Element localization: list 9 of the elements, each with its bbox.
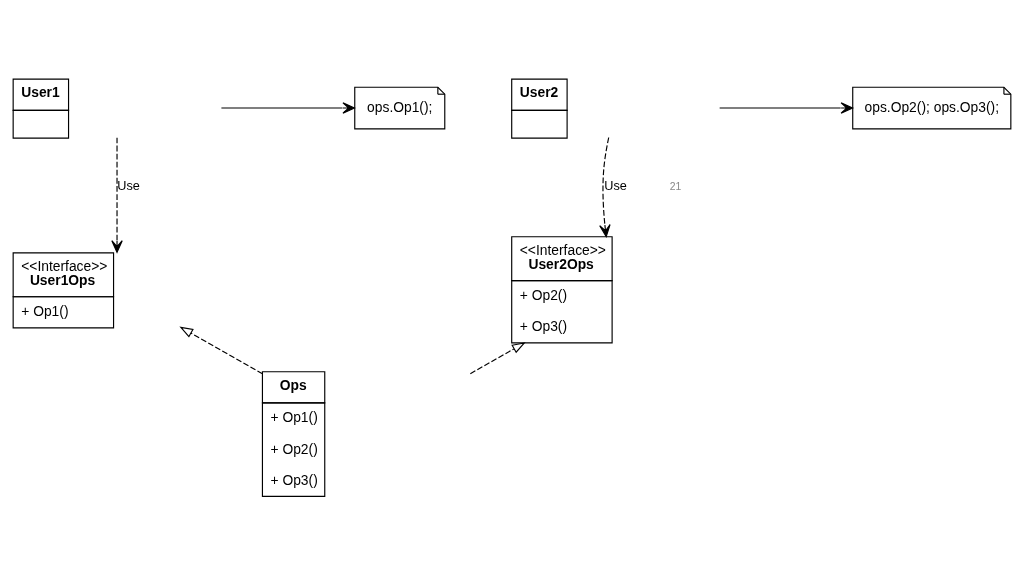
arrow xyxy=(599,136,611,237)
arrow xyxy=(220,101,356,114)
arrow xyxy=(469,341,526,374)
arrow xyxy=(111,136,123,253)
label: 21 xyxy=(669,180,682,192)
arrow xyxy=(719,101,854,114)
edge-label: Use xyxy=(117,178,140,193)
edge-label: Use xyxy=(604,178,627,193)
arrow xyxy=(179,326,263,374)
